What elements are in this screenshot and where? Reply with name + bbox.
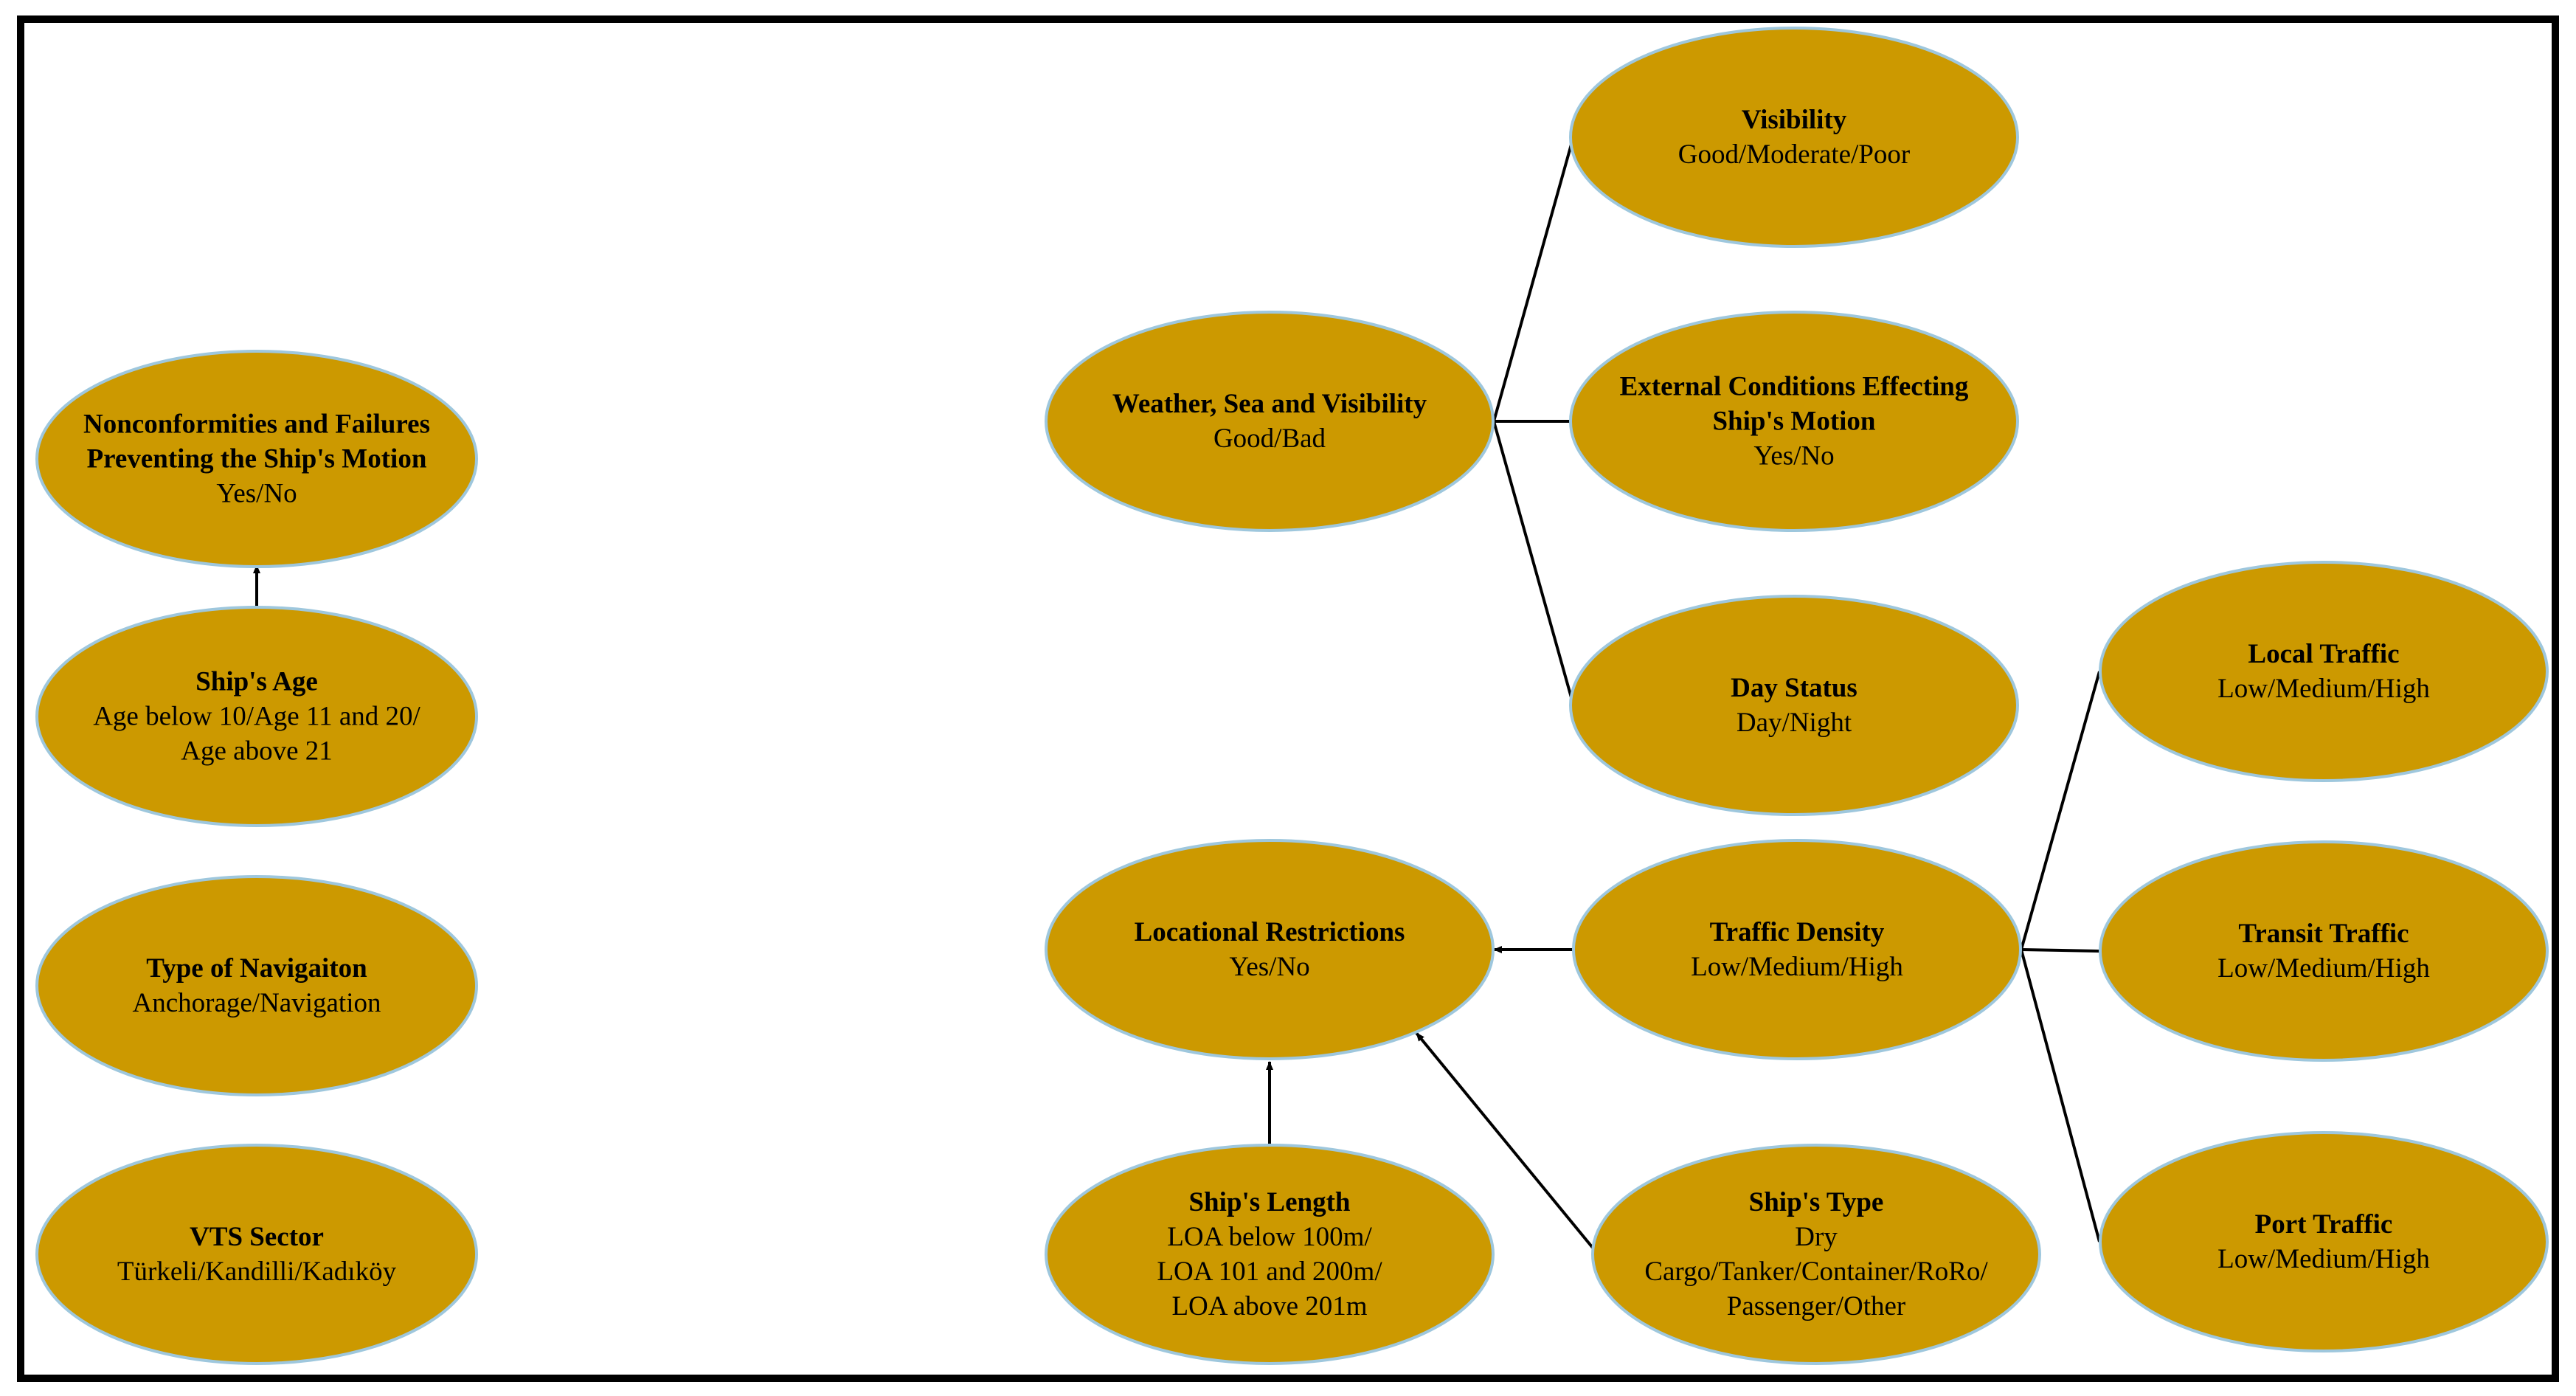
edge-traffic-density-to-port-traffic <box>2020 949 2101 1243</box>
node-vts-sector-title: VTS Sector <box>190 1222 324 1252</box>
edge-ships-type-to-locational-restrictions <box>1415 1032 1601 1257</box>
node-visibility-states: Good/Moderate/Poor <box>1678 139 1910 170</box>
node-ships-length-states: LOA above 201m <box>1171 1291 1367 1321</box>
node-local-traffic-shape <box>2099 561 2549 782</box>
node-ships-length-states: LOA below 100m/ <box>1167 1222 1372 1252</box>
node-traffic-density-shape <box>1572 839 2022 1060</box>
node-visibility-title: Visibility <box>1742 105 1847 135</box>
node-port-traffic-shape <box>2099 1131 2549 1352</box>
edge-weather-to-day-status <box>1492 421 1575 706</box>
node-weather-states: Good/Bad <box>1213 424 1326 454</box>
node-ships-age-states: Age below 10/Age 11 and 20/ <box>93 702 420 732</box>
node-type-of-navigation-shape <box>35 875 478 1096</box>
node-ships-type-states: Passenger/Other <box>1727 1291 1906 1321</box>
node-external-conditions-shape <box>1569 311 2019 532</box>
node-weather-shape <box>1045 311 1495 532</box>
node-weather-title: Weather, Sea and Visibility <box>1112 389 1427 419</box>
node-external-conditions-title: External Conditions Effecting <box>1620 372 1969 402</box>
node-nonconformities-shape <box>35 350 478 568</box>
node-transit-traffic-shape <box>2099 840 2549 1062</box>
node-ships-type-states: Dry <box>1795 1222 1838 1252</box>
node-nonconformities-title: Nonconformities and Failures <box>83 410 430 440</box>
node-ships-age-shape <box>35 606 478 827</box>
node-ships-age-title: Ship's Age <box>195 667 318 697</box>
node-ships-length-title: Ship's Length <box>1188 1187 1350 1217</box>
edge-traffic-density-to-transit-traffic <box>2021 948 2100 953</box>
node-locational-restrictions-states: Yes/No <box>1229 952 1309 982</box>
node-nonconformities-states: Yes/No <box>216 479 297 509</box>
node-local-traffic-states: Low/Medium/High <box>2217 674 2430 704</box>
node-vts-sector-shape <box>35 1144 478 1365</box>
node-day-status-shape <box>1569 595 2019 816</box>
node-local-traffic-title: Local Traffic <box>2248 639 2399 669</box>
edge-weather-to-visibility <box>1492 136 1575 422</box>
node-transit-traffic-title: Transit Traffic <box>2238 919 2409 949</box>
node-ships-type-title: Ship's Type <box>1749 1187 1884 1217</box>
node-traffic-density-title: Traffic Density <box>1710 917 1885 947</box>
node-ships-age-states: Age above 21 <box>181 736 333 767</box>
node-type-of-navigation-title: Type of Navigaiton <box>146 953 367 984</box>
node-ships-type: Ship's TypeDryCargo/Tanker/Container/RoR… <box>1591 1144 2041 1365</box>
node-type-of-navigation-states: Anchorage/Navigation <box>133 988 381 1018</box>
node-external-conditions-title: Ship's Motion <box>1712 407 1875 437</box>
node-ships-length-shape <box>1045 1144 1495 1365</box>
node-nonconformities-title: Preventing the Ship's Motion <box>87 444 427 474</box>
node-external-conditions-states: Yes/No <box>1753 441 1834 471</box>
node-transit-traffic-states: Low/Medium/High <box>2217 953 2430 984</box>
node-traffic-density-states: Low/Medium/High <box>1691 952 1903 982</box>
node-visibility-shape <box>1569 27 2019 248</box>
edges-layer <box>253 136 2101 1257</box>
node-vts-sector-states: Türkeli/Kandilli/Kadıköy <box>117 1257 397 1287</box>
node-locational-restrictions-title: Locational Restrictions <box>1135 917 1405 947</box>
node-port-traffic-states: Low/Medium/High <box>2217 1244 2430 1274</box>
node-port-traffic-title: Port Traffic <box>2255 1209 2393 1240</box>
edge-traffic-density-to-local-traffic <box>2020 671 2101 950</box>
node-locational-restrictions-shape <box>1045 839 1495 1060</box>
node-ships-type-shape <box>1591 1144 2041 1365</box>
node-ships-type-states: Cargo/Tanker/Container/RoRo/ <box>1644 1257 1988 1287</box>
node-day-status-title: Day Status <box>1731 673 1857 703</box>
node-day-status-states: Day/Night <box>1737 708 1852 738</box>
node-ships-length-states: LOA 101 and 200m/ <box>1157 1257 1382 1287</box>
